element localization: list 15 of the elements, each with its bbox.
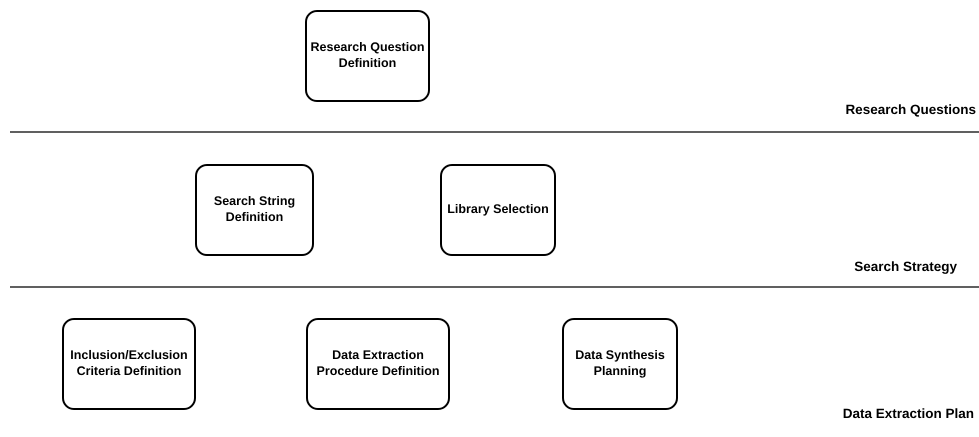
section-label: Search Strategy xyxy=(854,259,957,274)
box-label: Data Extraction Procedure Definition xyxy=(316,348,440,380)
process-box xyxy=(62,318,196,410)
process-box xyxy=(306,318,450,410)
box-label: Library Selection xyxy=(446,202,550,218)
process-box xyxy=(562,318,678,410)
box-label: Inclusion/Exclusion Criteria Definition xyxy=(69,348,189,380)
process-box xyxy=(440,164,556,256)
section-label: Research Questions xyxy=(845,102,976,117)
process-box xyxy=(305,10,430,102)
process-box xyxy=(195,164,314,256)
box-label: Search String Definition xyxy=(212,194,296,226)
box-label: Research Question Definition xyxy=(310,40,426,72)
section-label: Data Extraction Plan xyxy=(842,406,974,421)
box-label: Data Synthesis Planning xyxy=(574,348,666,380)
